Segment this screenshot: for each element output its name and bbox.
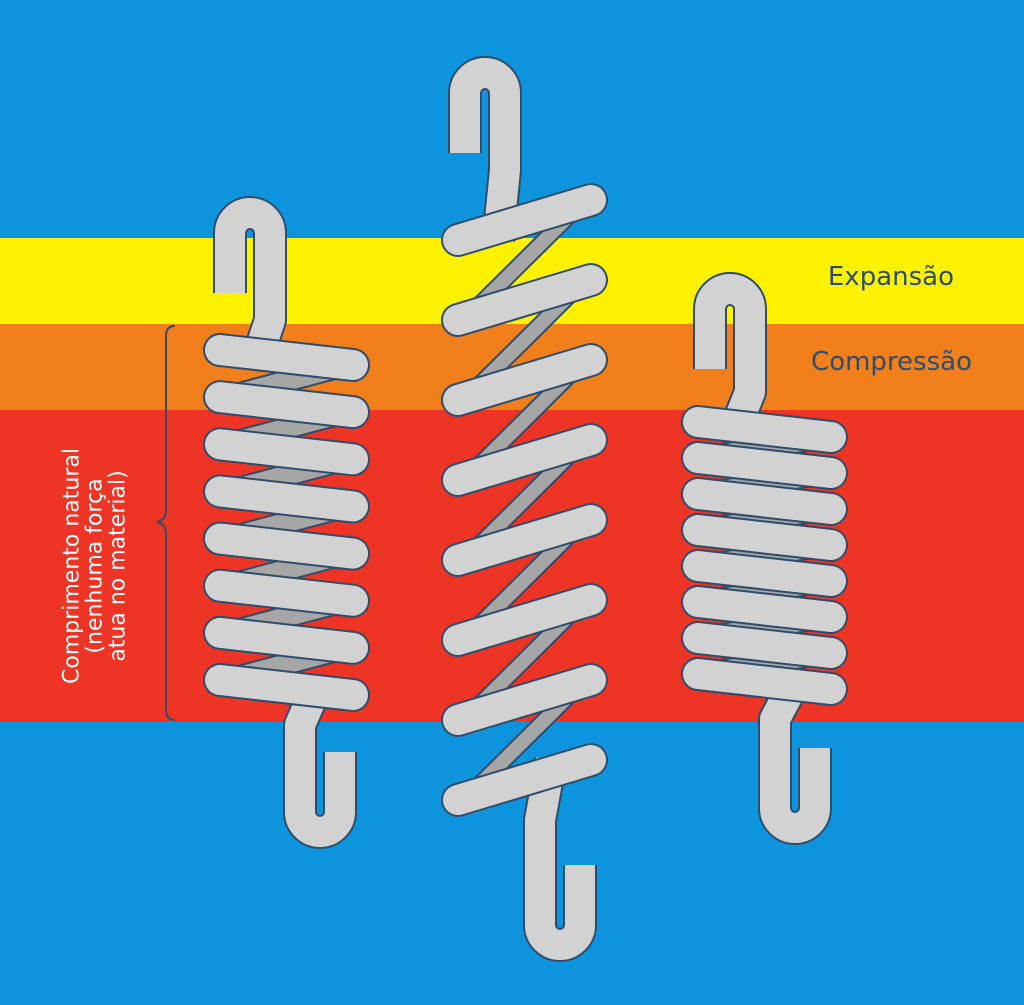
compression-label: Compressão — [811, 347, 972, 377]
spring-coil — [205, 617, 368, 663]
spring-coil — [205, 665, 368, 710]
spring-coil — [443, 265, 606, 335]
spring-coil — [205, 476, 368, 522]
natural-length-brace — [156, 325, 176, 721]
spring-natural-length — [203, 196, 370, 849]
spring-coil — [683, 407, 846, 452]
spring-coil — [205, 570, 368, 616]
spring-coil — [683, 659, 846, 704]
expansion-label: Expansão — [827, 262, 954, 292]
spring-coil — [443, 585, 606, 655]
spring-coil — [683, 623, 846, 668]
spring-coil — [443, 505, 606, 575]
spring-coil — [205, 523, 368, 569]
spring-coil — [683, 479, 846, 524]
spring-bottom-hook — [285, 689, 355, 847]
spring-coil — [205, 335, 368, 380]
spring-coil — [683, 515, 846, 560]
spring-coil — [443, 185, 606, 255]
spring-top-hook — [215, 198, 285, 355]
spring-coil — [205, 429, 368, 475]
spring-coil — [443, 665, 606, 735]
spring-coil — [683, 587, 846, 632]
spring-coil — [683, 551, 846, 596]
spring-coil — [443, 745, 606, 815]
spring-coil — [683, 443, 846, 488]
spring-bottom-hook — [525, 757, 595, 960]
spring-coil — [443, 425, 606, 495]
spring-coil — [443, 345, 606, 415]
spring-coil — [205, 382, 368, 428]
spring-expanded — [441, 56, 608, 962]
spring-compressed — [681, 272, 848, 845]
spring-top-hook — [450, 58, 520, 242]
spring-bottom-hook — [760, 681, 830, 843]
spring-top-hook — [695, 274, 765, 428]
